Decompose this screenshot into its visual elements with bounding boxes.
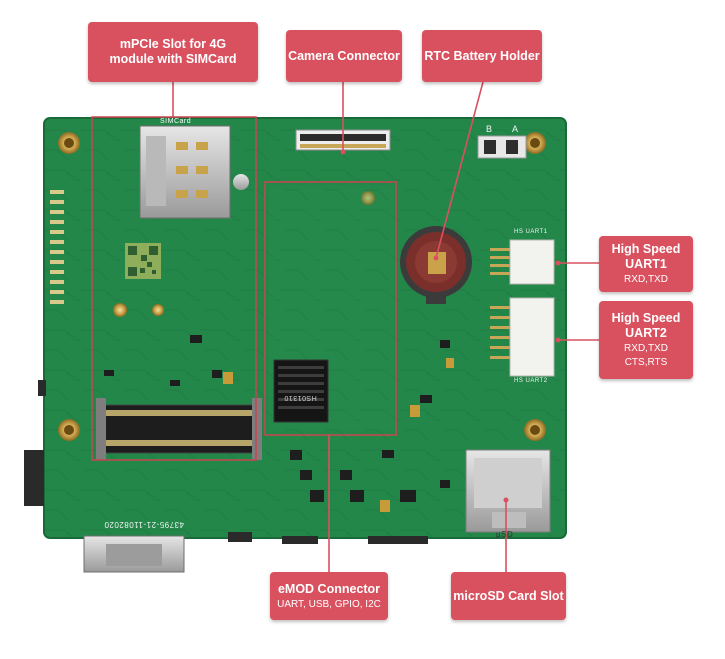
- callout-microsd-title: microSD Card Slot: [453, 588, 564, 603]
- callout-emod-title: eMOD Connector: [277, 581, 381, 596]
- callout-mpcie-title: mPCIe Slot for 4G module with SIMCard: [109, 37, 237, 66]
- callout-uart1-title-1: High Speed: [611, 242, 681, 256]
- silkscreen-usd: µSD: [496, 530, 514, 539]
- silkscreen-uart2: HS UART2: [514, 378, 548, 384]
- callout-emod-connector: eMOD Connector UART, USB, GPIO, I2C: [270, 572, 388, 620]
- callout-camera-title: Camera Connector: [288, 48, 400, 63]
- callout-rtc-title: RTC Battery Holder: [424, 48, 540, 63]
- silkscreen-sim: SIMCard: [160, 118, 192, 125]
- callout-uart2-sub-2: CTS,RTS: [624, 357, 668, 368]
- callout-camera-connector: Camera Connector: [286, 30, 402, 82]
- silkscreen-serial: 43795-21-11082020: [104, 520, 184, 529]
- callout-uart2: High Speed UART2 RXD,TXD CTS,RTS: [599, 301, 693, 379]
- silkscreen-emod-code: HS01310: [284, 394, 317, 401]
- callout-uart2-title-2: UART2: [625, 326, 667, 340]
- silkscreen-uart1: HS UART1: [514, 229, 548, 235]
- silkscreen-ab-a: A: [512, 124, 519, 134]
- callout-uart1: High Speed UART1 RXD,TXD: [599, 236, 693, 292]
- callout-mpcie-slot: mPCIe Slot for 4G module with SIMCard: [88, 22, 258, 82]
- callout-microsd-slot: microSD Card Slot: [451, 572, 566, 620]
- callout-uart2-title-1: High Speed: [611, 311, 681, 325]
- callout-uart1-title-2: UART1: [625, 257, 667, 271]
- callout-uart2-sub-1: RXD,TXD: [624, 343, 668, 354]
- silkscreen-ab-b: B: [486, 124, 493, 134]
- callout-emod-sub: UART, USB, GPIO, I2C: [277, 598, 381, 610]
- callout-rtc-battery: RTC Battery Holder: [422, 30, 542, 82]
- callout-uart1-sub: RXD,TXD: [624, 274, 668, 285]
